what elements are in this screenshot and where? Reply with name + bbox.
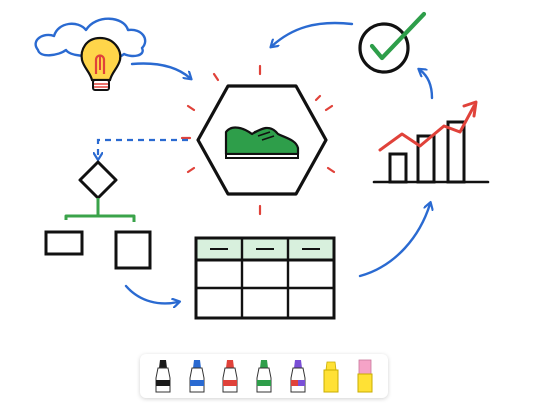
red-marker-icon[interactable]	[219, 358, 241, 394]
green-marker-icon[interactable]	[253, 358, 275, 394]
product-hexagon	[180, 64, 336, 216]
highlight-rays	[180, 64, 336, 216]
data-table-sketch	[194, 236, 336, 320]
purple-marker-icon[interactable]	[287, 358, 309, 394]
black-marker-icon[interactable]	[152, 358, 174, 394]
sneaker-icon	[224, 126, 300, 159]
arrow-tree-to-table	[124, 284, 178, 303]
pink-highlighter-icon[interactable]	[354, 358, 376, 394]
blue-marker-icon[interactable]	[186, 358, 208, 394]
checkmark-circle-icon	[358, 11, 427, 74]
arrow-idea-to-product	[130, 62, 190, 78]
decision-tree-diagram	[44, 160, 152, 270]
growth-chart-sketch	[372, 100, 490, 184]
arrow-check-to-product	[272, 21, 354, 46]
pen-toolbar	[140, 354, 388, 398]
arrow-table-to-chart	[358, 204, 430, 278]
cloud-sketch	[34, 17, 147, 59]
yellow-highlighter-icon[interactable]	[320, 358, 342, 394]
arrow-chart-to-check	[420, 70, 434, 100]
lightbulb-icon	[80, 36, 122, 91]
dashed-connector	[98, 138, 188, 158]
